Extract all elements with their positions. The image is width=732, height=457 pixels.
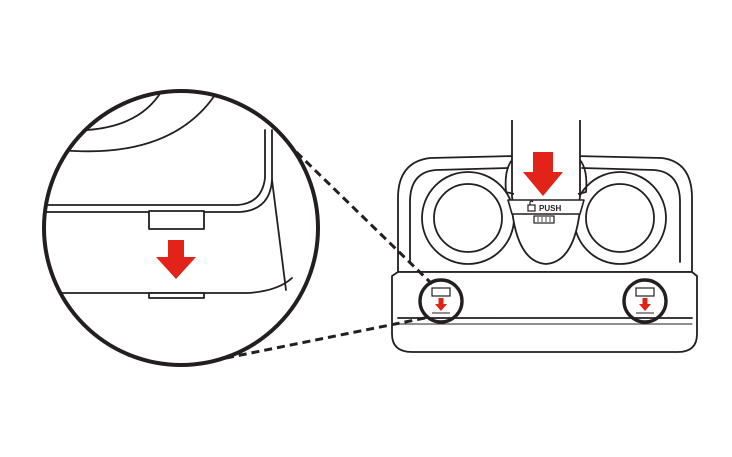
zoom-earbud-curve-outer — [59, 94, 216, 153]
button-latch — [533, 215, 555, 224]
push-label: PUSH — [539, 204, 561, 213]
right-indicator — [622, 278, 668, 324]
left-indicator — [418, 278, 464, 324]
zoom-callout-lines — [225, 141, 434, 360]
unlock-icon — [527, 200, 536, 212]
zoom-indicator-window — [148, 210, 205, 230]
down-arrow-icon — [639, 298, 651, 311]
push-down-arrow-icon — [523, 152, 563, 196]
push-button: PUSH — [507, 199, 585, 224]
zoom-base-seam — [44, 277, 293, 294]
right-earbud — [573, 171, 667, 265]
down-arrow-icon — [156, 240, 196, 279]
left-earbud — [421, 171, 515, 265]
charging-case — [391, 155, 698, 353]
case-base-outline — [391, 271, 698, 353]
zoom-lid-edge — [44, 129, 266, 206]
case-lid-inner-outline — [409, 167, 681, 263]
zoom-detail — [42, 89, 320, 367]
down-arrow-icon — [435, 298, 447, 311]
center-bridge — [511, 209, 581, 265]
zoom-indicator-slot — [148, 292, 205, 299]
